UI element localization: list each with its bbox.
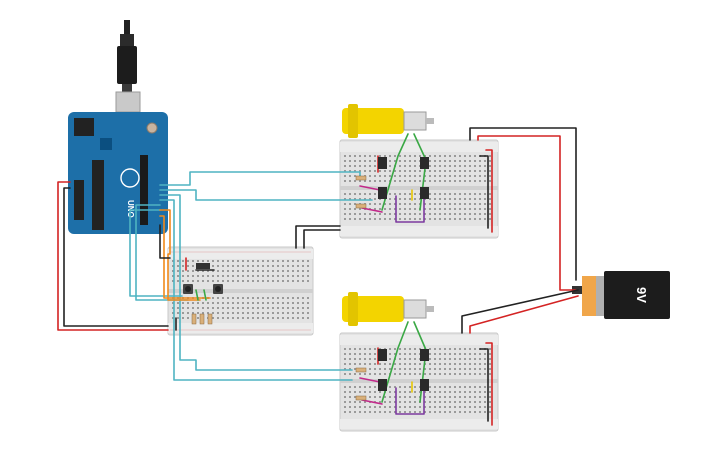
slide-switch[interactable] — [196, 263, 210, 269]
wires — [57, 127, 579, 426]
transistors-bottom — [378, 349, 429, 391]
dc-motor-bottom[interactable] — [342, 292, 434, 326]
breadboard-bottom[interactable] — [339, 332, 499, 432]
dc-motor-top[interactable] — [342, 104, 434, 138]
resistors — [191, 175, 367, 401]
battery-9v[interactable]: 9V — [572, 271, 670, 319]
arduino-uno-board[interactable]: UNO — [68, 20, 168, 234]
transistors-top — [378, 157, 429, 199]
arduino-uno-label: UNO — [126, 200, 135, 218]
breadboard-top[interactable] — [339, 139, 499, 239]
push-buttons[interactable] — [183, 284, 223, 294]
battery-label: 9V — [634, 287, 649, 303]
